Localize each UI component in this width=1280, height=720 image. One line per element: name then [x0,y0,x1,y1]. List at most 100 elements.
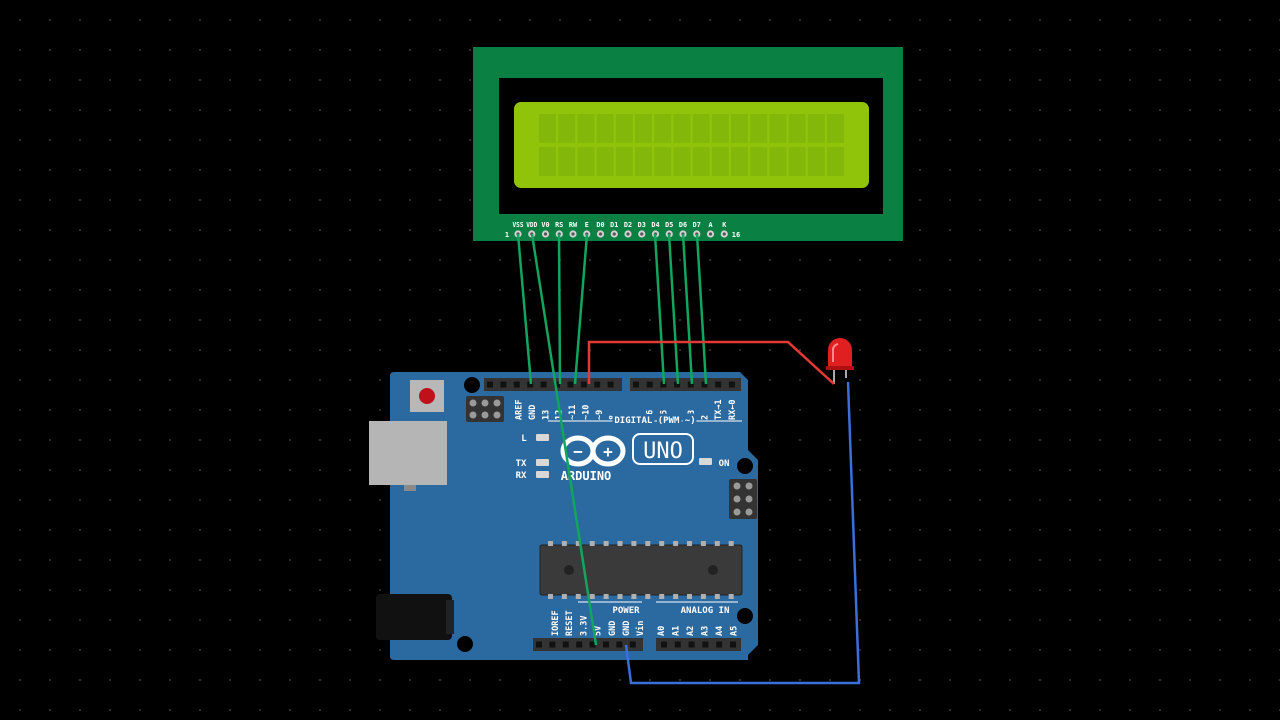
lcd-char-cell [635,114,652,143]
digital-header-pin[interactable] [527,381,534,388]
wire-led-cathode-to-gnd[interactable] [624,381,861,685]
lcd-pin-label: RW [569,221,578,229]
lcd-char-cell [615,147,633,176]
led-rx-indicator [536,471,549,478]
analog-header-pin[interactable] [688,641,695,648]
lcd-pin-number-first: 1 [505,231,509,239]
icsp-pin [481,399,489,407]
wire-vdd-to-5v[interactable] [530,233,598,646]
chip-leg [617,541,623,546]
digital-pin-label: ~9 [595,410,605,420]
digital-header-pin[interactable] [500,381,507,388]
power-jack[interactable] [376,594,452,640]
lcd-char-cell [807,114,825,143]
wire-led-anode-to-pin10[interactable] [587,340,835,385]
digital-pin-label: 2 [701,415,711,420]
digital-header-pin[interactable] [607,381,614,388]
lcd-pin-hole [722,232,726,236]
mounting-hole [464,377,480,393]
digital-header-pin[interactable] [594,381,601,388]
digital-header-pin[interactable] [660,381,667,388]
icsp-pin [745,482,753,490]
digital-pin-label: GND [528,405,538,420]
power-pin-label: 5V [594,626,604,636]
digital-header-right [630,378,741,391]
digital-header-pin[interactable] [687,381,694,388]
analog-header-pin[interactable] [674,641,681,648]
wire-d6-to-pin3[interactable] [681,233,694,385]
lcd-pin-label: VSS [513,221,524,229]
power-pin-label: RESET [565,610,575,636]
lcd-char-cell [558,114,576,143]
digital-header-pin[interactable] [715,381,722,388]
red-led[interactable] [826,338,854,384]
digital-header-pin[interactable] [567,381,574,388]
power-header-pin[interactable] [629,641,636,648]
digital-header-pin[interactable] [580,381,587,388]
wire-rs-to-pin12[interactable] [557,233,562,385]
chip-leg [714,541,720,546]
power-header-pin[interactable] [603,641,609,648]
led-highlight [831,343,839,362]
lcd-pin-label: VDD [526,221,537,229]
lcd-char-cell [558,147,576,176]
digital-header-pin[interactable] [513,381,520,388]
chip-leg [645,594,651,599]
analog-header-pin[interactable] [661,641,667,648]
icsp-pin [493,411,501,419]
digital-header-pin[interactable] [674,381,681,388]
wire-d7-to-pin2[interactable] [695,233,708,385]
chip-leg [645,541,651,546]
led-l-label: L [521,434,527,444]
chip-leg [700,594,706,599]
lcd-pin-label: D6 [679,221,687,229]
digital-header-pin[interactable] [633,381,639,388]
analog-header [656,638,741,651]
reset-button[interactable] [419,388,435,404]
digital-header-pin[interactable] [646,381,653,388]
microcontroller-chip [539,541,743,599]
analog-header-pin[interactable] [702,641,709,648]
digital-header-pin[interactable] [487,381,493,388]
logo-infinity-right [590,435,626,467]
usb-connector-tab [404,485,416,491]
digital-header-pin[interactable] [728,381,735,388]
wire-d4-to-pin5[interactable] [653,233,666,385]
chip-leg [700,541,706,546]
power-header-pin[interactable] [616,641,623,648]
lcd-char-cell [635,147,652,176]
lcd-pin-hole [543,232,548,236]
analog-header-pin[interactable] [730,641,736,648]
analog-pin-label: A0 [657,626,667,636]
wire-vss-to-gnd[interactable] [516,233,533,385]
lcd-pin-label: D5 [665,221,673,229]
power-header-pin[interactable] [576,641,583,648]
chip-leg [561,541,567,546]
power-header-pin[interactable] [549,641,556,648]
analog-pin-label: A3 [701,626,711,636]
lcd-pin-label: V0 [541,221,549,229]
power-header-pin[interactable] [536,641,542,648]
lcd-char-cell [731,114,748,143]
wire-e-to-pin11[interactable] [573,233,589,385]
lcd-char-cell [577,147,595,176]
analog-header-pin[interactable] [716,641,723,648]
power-header-pin[interactable] [562,641,569,648]
digital-header-pin[interactable] [701,381,708,388]
chip-leg [728,541,734,546]
analog-pin-label: A1 [672,626,682,636]
usb-connector[interactable] [369,421,447,485]
digital-pin-label: ~10 [582,405,592,420]
digital-header-pin[interactable] [554,381,560,388]
lcd-char-cell [731,147,748,176]
wire-d5-to-pin4[interactable] [667,233,680,385]
power-header-pin[interactable] [589,641,596,648]
digital-header-left [484,378,622,391]
chip-leg [575,541,581,546]
icsp-pin [745,495,753,503]
digital-header-pin[interactable] [540,381,547,388]
power-pin-label: IOREF [551,610,561,636]
